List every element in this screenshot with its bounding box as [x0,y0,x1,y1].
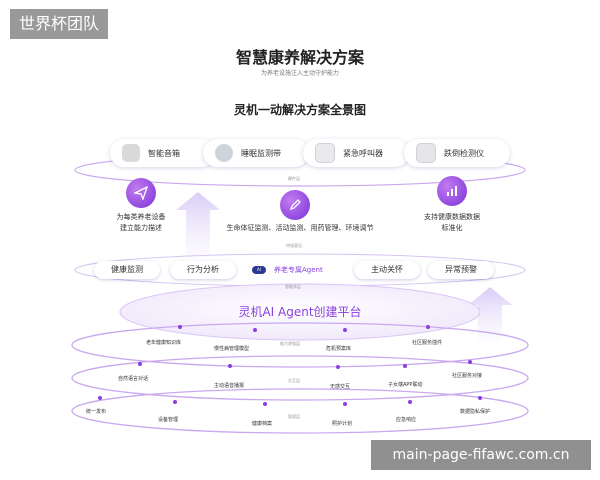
layer-label-intelligence: 智能体层 [285,284,301,289]
emergency-caller-icon [315,143,335,163]
pill-proactive-care: 主动关怀 [354,261,420,279]
ring2-label: 子女端APP联动 [388,382,423,388]
ring1-label: 老年健康知识库 [146,340,182,346]
fall-detector-icon [416,143,436,163]
ring3-label: 设备管理 [158,417,179,423]
device-label: 智能音箱 [148,148,180,158]
ring3-label: 应急响应 [396,417,417,423]
capability-ring [71,322,529,368]
feature-desc-1: 为每类养老设备建立能力描述 [116,213,166,232]
diagram-title: 灵机一动解决方案全景图 [233,103,366,117]
agent-badge: AI [252,266,266,274]
device-fall-detector: 跌倒检测仪 [404,139,510,167]
ring2-label: 自然语言对话 [118,376,149,382]
left-arrow [176,192,220,258]
device-label: 跌倒检测仪 [444,148,484,158]
layer-label-capability: 能力增强层 [280,341,300,346]
sleep-band-icon [215,144,233,162]
pill-anomaly-alert: 异常预警 [428,261,494,279]
device-label: 紧急呼叫器 [343,148,383,158]
interaction-ring [71,355,529,401]
management-ring [71,388,529,434]
device-smart-speaker: 智能音箱 [110,139,216,167]
page-title: 智慧康养解决方案 [235,48,364,67]
ring2-label: 社区服务对接 [452,373,483,379]
ring2-label: 无感交互 [330,384,351,390]
pen-icon [280,190,310,220]
watermark-bottom: main-page-fifawc.com.cn [371,440,591,470]
pill-behavior-analysis: 行为分析 [170,261,236,279]
ring3-label: 统一发布 [86,409,107,415]
chart-icon [437,176,467,206]
ring1-label: 社区服务插件 [412,340,443,346]
agent-center-label: 养老专属Agent [274,266,323,274]
layer-label-management: 管理层 [288,414,300,419]
watermark-top: 世界杯团队 [10,9,108,39]
device-label: 睡眠监测带 [241,148,281,158]
page-subtitle: 为养老设施注入主动守护能力 [260,70,339,77]
ring2-label: 主动语音播报 [214,383,245,389]
device-emergency-caller: 紧急呼叫器 [303,139,409,167]
ring1-label: 危机预案库 [326,346,352,352]
layer-label-scene: 特境意设 [286,243,302,248]
platform-disc [119,283,481,341]
platform-title: 灵机AI Agent创建平台 [238,305,362,319]
pill-health-monitoring: 健康监测 [94,261,160,279]
send-icon [126,178,156,208]
ring3-label: 照护计划 [332,421,353,427]
device-sleep-band: 睡眠监测带 [203,139,309,167]
right-arrow [468,287,512,340]
feature-desc-3: 支持健康数据数据标准化 [424,213,480,232]
ring1-label: 慢性病管理模型 [214,346,250,352]
layer-label-interaction: 交互层 [288,378,300,383]
feature-desc-2: 生命体征监测、活动监测、用药管理、环境调节 [226,224,374,232]
ring3-label: 数据隐私保护 [460,409,491,415]
ring3-label: 健康档案 [252,421,273,427]
smart-speaker-icon [122,144,140,162]
layer-label-hardware: 硬件层 [288,176,300,181]
agent-center: AI 养老专属Agent [238,261,360,279]
